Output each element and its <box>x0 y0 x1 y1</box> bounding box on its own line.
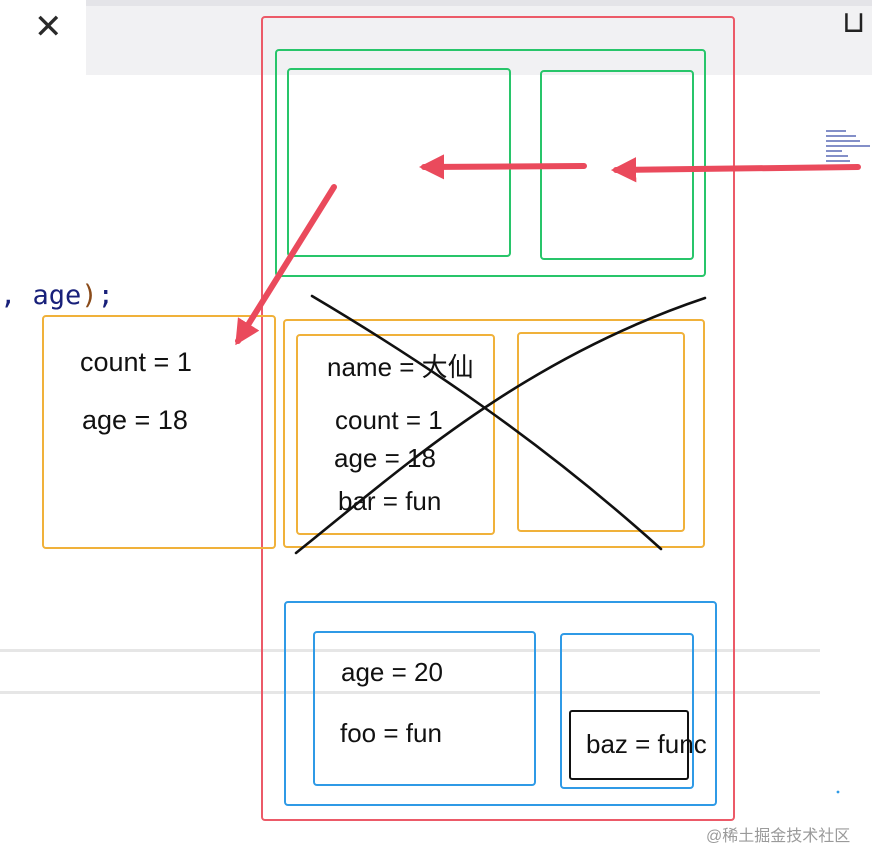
yellow-bar-label: bar = fun <box>338 486 442 516</box>
blue-inner-left-box <box>313 631 536 786</box>
watermark: @稀土掘金技术社区 <box>706 828 851 845</box>
close-icon[interactable]: ✕ <box>34 8 63 46</box>
baz-label: baz = func <box>586 729 707 759</box>
code-fragment: , age); <box>0 280 114 311</box>
stray-dot <box>836 790 840 794</box>
yellow-inner-left-box <box>296 334 495 535</box>
tab-bar: ✕ ⊔ <box>0 0 872 75</box>
outer-scope-box <box>261 16 735 821</box>
cross-stroke-2 <box>294 296 707 555</box>
yellow-count-label: count = 1 <box>335 405 443 435</box>
editor-divider <box>0 649 820 652</box>
yellow-age-label: age = 18 <box>334 443 436 473</box>
green-scope-box <box>275 49 706 277</box>
green-inner-left-box <box>287 68 511 257</box>
tab-bar-top-border <box>0 0 872 6</box>
yellow-scope-box <box>283 319 705 548</box>
blue-age-label: age = 20 <box>341 657 443 687</box>
closure-box <box>42 315 276 549</box>
arrow-to-green-left <box>418 154 587 180</box>
cross-stroke-1 <box>310 294 663 551</box>
blue-scope-box <box>284 601 717 806</box>
blue-foo-label: foo = fun <box>340 718 442 748</box>
baz-box <box>569 710 689 780</box>
editor-divider <box>0 691 820 694</box>
closure-age-label: age = 18 <box>82 405 188 435</box>
closure-count-label: count = 1 <box>80 347 192 377</box>
code-identifier: age <box>32 280 82 311</box>
arrow-to-closure <box>235 184 337 346</box>
arrow-to-green-right <box>610 157 861 183</box>
yellow-name-label: name = 大仙 <box>327 352 474 382</box>
active-tab[interactable]: ✕ <box>0 0 86 75</box>
code-paren: ) <box>81 280 98 311</box>
blue-inner-right-box <box>560 633 694 789</box>
layout-icon[interactable]: ⊔ <box>842 6 866 39</box>
code-prefix: , <box>0 280 33 311</box>
code-semicolon: ; <box>97 280 114 311</box>
